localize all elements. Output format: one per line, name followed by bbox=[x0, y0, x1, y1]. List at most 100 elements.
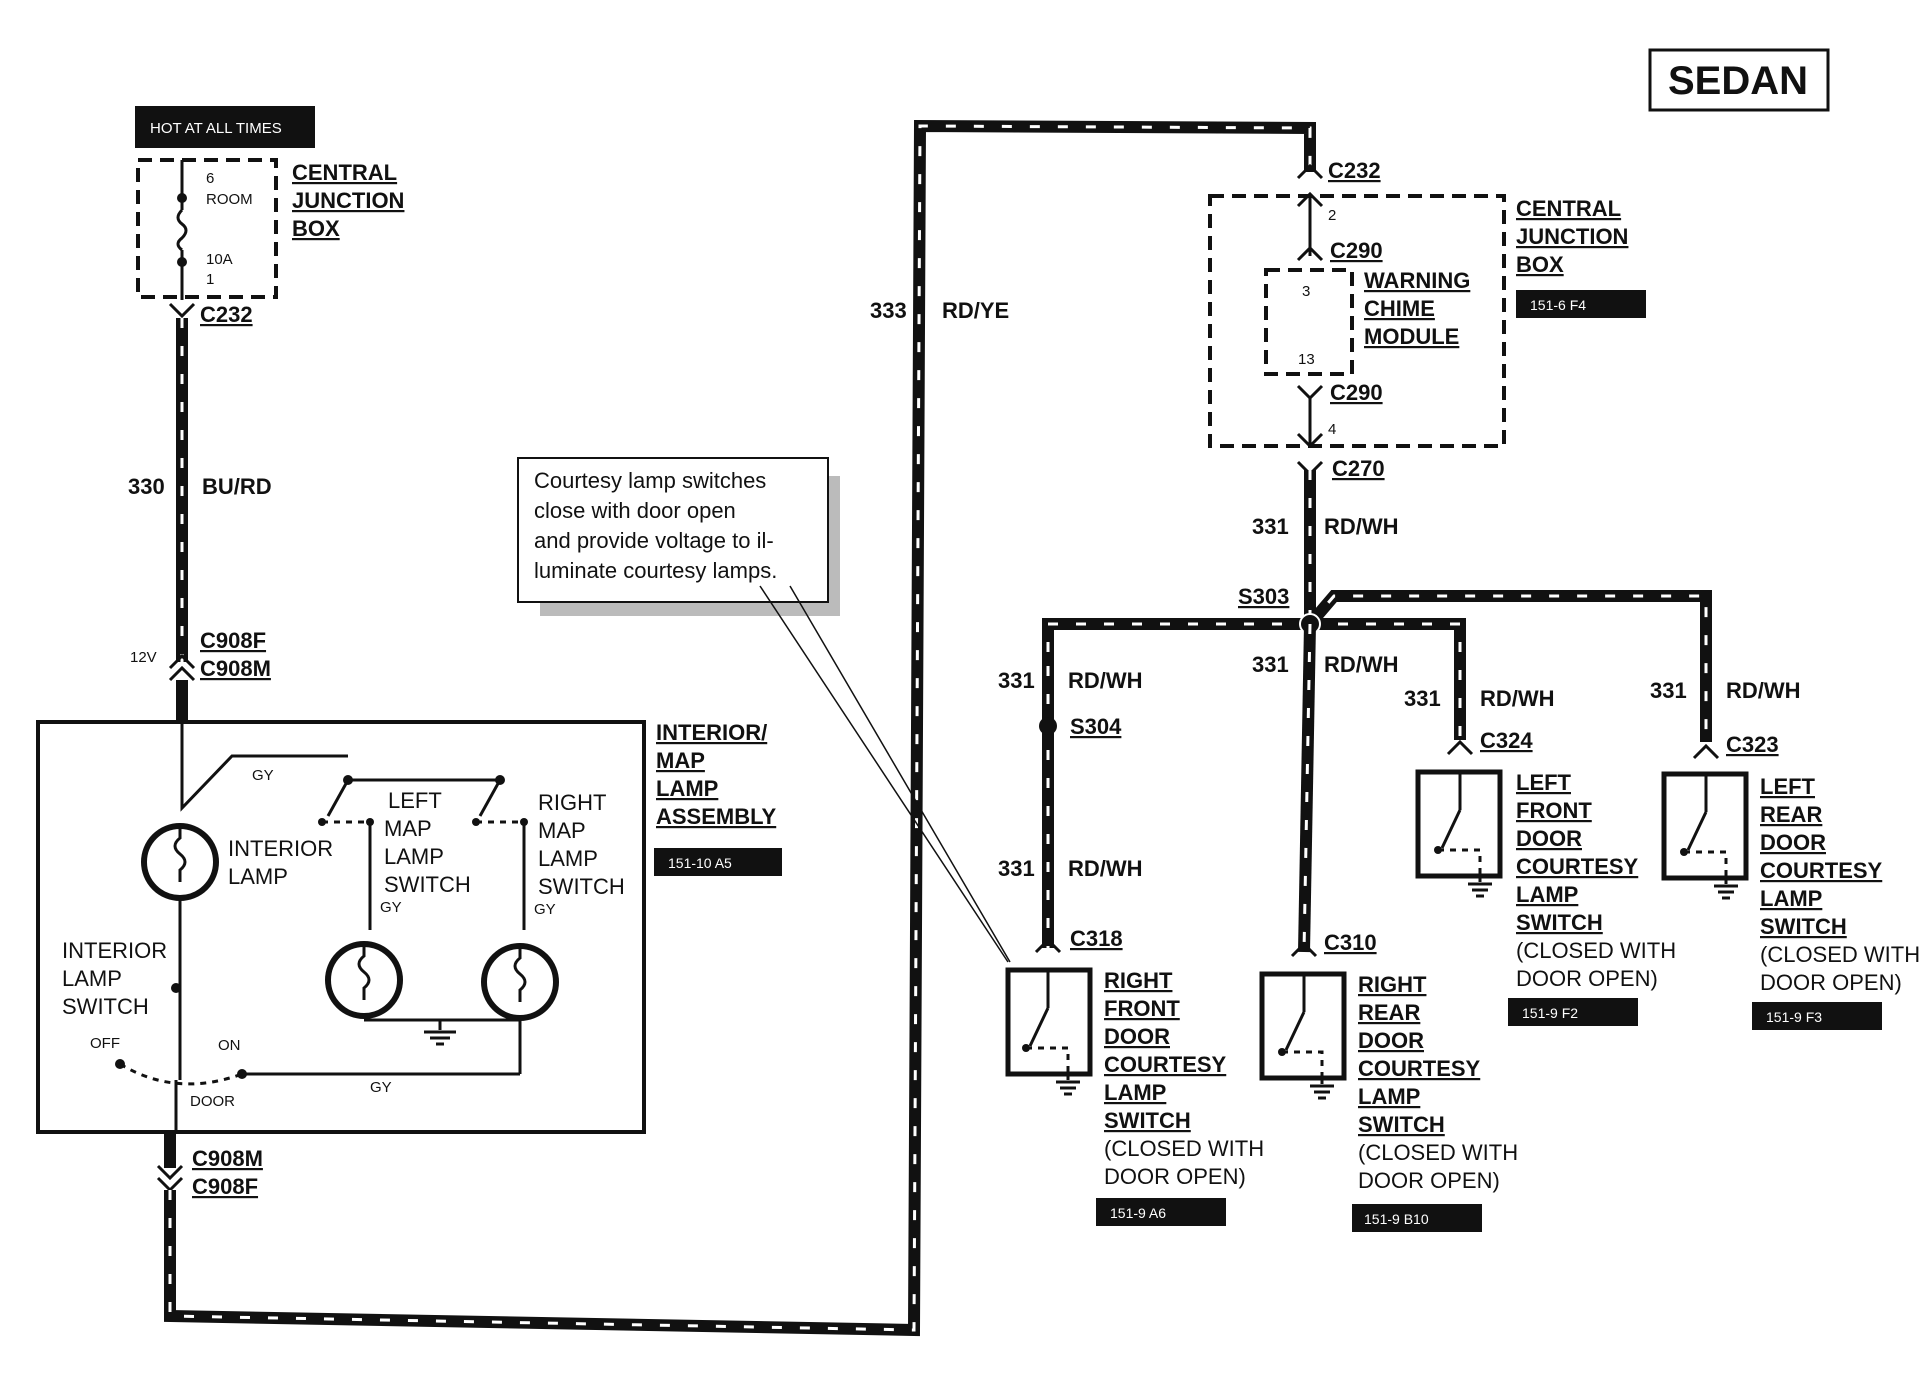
lr-note-1: (CLOSED WITH bbox=[1760, 942, 1920, 967]
c908-top-connector bbox=[168, 653, 196, 670]
lf-note-1: (CLOSED WITH bbox=[1516, 938, 1676, 963]
lr-name-5: LAMP bbox=[1760, 886, 1822, 911]
chime-label-2: CHIME bbox=[1364, 296, 1435, 321]
left-cjb-label-2: JUNCTION bbox=[292, 188, 404, 213]
sedan-badge: SEDAN bbox=[1668, 59, 1808, 103]
rr-wire-num: 331 bbox=[1252, 652, 1289, 677]
fuse-icon bbox=[176, 208, 188, 252]
wire-331-main-color: RD/WH bbox=[1324, 514, 1399, 539]
lr-wire-color: RD/WH bbox=[1726, 678, 1801, 703]
left-map-switch-4: SWITCH bbox=[384, 872, 471, 897]
c908f-bottom: C908F bbox=[192, 1174, 258, 1199]
wire-330-num: 330 bbox=[128, 474, 165, 499]
wire-330-color: BU/RD bbox=[202, 474, 272, 499]
right-c232: C232 bbox=[1328, 158, 1381, 183]
rf-ground-icon bbox=[1056, 1070, 1080, 1096]
rf-name-1: RIGHT bbox=[1104, 968, 1173, 993]
gy-bottom: GY bbox=[370, 1079, 392, 1096]
splice-bus-right-1 bbox=[1310, 618, 1466, 740]
lamp-assembly-box bbox=[36, 720, 646, 1134]
c318: C318 bbox=[1070, 926, 1123, 951]
fuse-rating: 10A bbox=[206, 251, 233, 268]
lr-ground-icon bbox=[1714, 874, 1738, 900]
lr-ref: 151-9 F3 bbox=[1766, 1009, 1822, 1025]
interior-lamp-2: LAMP bbox=[228, 864, 288, 889]
right-map-switch-3: LAMP bbox=[538, 846, 598, 871]
rf-wire-num-2: 331 bbox=[998, 856, 1035, 881]
hot-label: HOT AT ALL TIMES bbox=[150, 120, 282, 137]
assembly-label-4: ASSEMBLY bbox=[656, 804, 777, 829]
assembly-label-3: LAMP bbox=[656, 776, 718, 801]
right-cjb-ref: 151-6 F4 bbox=[1530, 297, 1586, 313]
interior-lamp-1: INTERIOR bbox=[228, 836, 333, 861]
gy-right: GY bbox=[534, 901, 556, 918]
right-cjb-label-1: CENTRAL bbox=[1516, 196, 1621, 221]
lr-name-2: REAR bbox=[1760, 802, 1822, 827]
right-cjb-ref-box bbox=[1516, 290, 1646, 318]
rf-wire-color: RD/WH bbox=[1068, 668, 1143, 693]
pin-13: 13 bbox=[1298, 351, 1315, 368]
rr-name-6: SWITCH bbox=[1358, 1112, 1445, 1137]
rr-ref-box bbox=[1352, 1204, 1482, 1232]
rf-wire-num: 331 bbox=[998, 668, 1035, 693]
rr-name-1: RIGHT bbox=[1358, 972, 1427, 997]
left-map-switch-1: LEFT bbox=[388, 788, 442, 813]
switch-on: ON bbox=[218, 1037, 241, 1054]
assembly-ref: 151-10 A5 bbox=[668, 855, 732, 871]
left-cjb-label-3: BOX bbox=[292, 216, 340, 241]
lr-name-3: DOOR bbox=[1760, 830, 1826, 855]
lr-name-4: COURTESY bbox=[1760, 858, 1883, 883]
c290-bottom-connector bbox=[1296, 384, 1324, 401]
rr-name-3: DOOR bbox=[1358, 1028, 1424, 1053]
rr-name-4: COURTESY bbox=[1358, 1056, 1481, 1081]
rf-note-1: (CLOSED WITH bbox=[1104, 1136, 1264, 1161]
lr-name-6: SWITCH bbox=[1760, 914, 1847, 939]
chime-label-1: WARNING bbox=[1364, 268, 1470, 293]
c324: C324 bbox=[1480, 728, 1533, 753]
right-c232-connector bbox=[1296, 163, 1324, 180]
note-box bbox=[517, 457, 829, 603]
lf-name-5: LAMP bbox=[1516, 882, 1578, 907]
pin-4: 4 bbox=[1328, 421, 1336, 438]
fuse-bottom-num: 1 bbox=[206, 271, 214, 288]
right-map-switch-4: SWITCH bbox=[538, 874, 625, 899]
rf-ref: 151-9 A6 bbox=[1110, 1205, 1166, 1221]
lf-name-4: COURTESY bbox=[1516, 854, 1639, 879]
interior-switch-3: SWITCH bbox=[62, 994, 149, 1019]
chime-label-3: MODULE bbox=[1364, 324, 1459, 349]
rr-note-2: DOOR OPEN) bbox=[1358, 1168, 1500, 1193]
right-cjb-outline bbox=[1208, 194, 1506, 448]
lf-name-6: SWITCH bbox=[1516, 910, 1603, 935]
note-line-3: and provide voltage to il- bbox=[534, 528, 774, 553]
pin-2: 2 bbox=[1328, 207, 1336, 224]
rr-note-1: (CLOSED WITH bbox=[1358, 1140, 1518, 1165]
gy-top-wire bbox=[180, 722, 348, 812]
lf-wire-num: 331 bbox=[1404, 686, 1441, 711]
note-line-2: close with door open bbox=[534, 498, 736, 523]
rr-ground-icon bbox=[1310, 1074, 1334, 1100]
rr-name-5: LAMP bbox=[1358, 1084, 1420, 1109]
sedan-badge-frame bbox=[1648, 48, 1830, 112]
left-map-switch-3: LAMP bbox=[384, 844, 444, 869]
left-c232: C232 bbox=[200, 302, 253, 327]
c908m-bottom: C908M bbox=[192, 1146, 263, 1171]
lf-name-2: FRONT bbox=[1516, 798, 1592, 823]
c323: C323 bbox=[1726, 732, 1779, 757]
gy-top: GY bbox=[252, 767, 274, 784]
rf-name-2: FRONT bbox=[1104, 996, 1180, 1021]
c290-top-connector bbox=[1296, 245, 1324, 262]
left-map-switch-2: MAP bbox=[384, 816, 432, 841]
switch-door: DOOR bbox=[190, 1093, 235, 1110]
lr-name-1: LEFT bbox=[1760, 774, 1816, 799]
wire-331-main-num: 331 bbox=[1252, 514, 1289, 539]
lr-wire-num: 331 bbox=[1650, 678, 1687, 703]
lf-wire-color: RD/WH bbox=[1480, 686, 1555, 711]
note-line-1: Courtesy lamp switches bbox=[534, 468, 766, 493]
lr-ref-box bbox=[1752, 1002, 1882, 1030]
rf-name-4: COURTESY bbox=[1104, 1052, 1227, 1077]
lf-ref-box bbox=[1508, 998, 1638, 1026]
c290-top: C290 bbox=[1330, 238, 1383, 263]
c908f-top: C908F bbox=[200, 628, 266, 653]
right-cjb-label-2: JUNCTION bbox=[1516, 224, 1628, 249]
